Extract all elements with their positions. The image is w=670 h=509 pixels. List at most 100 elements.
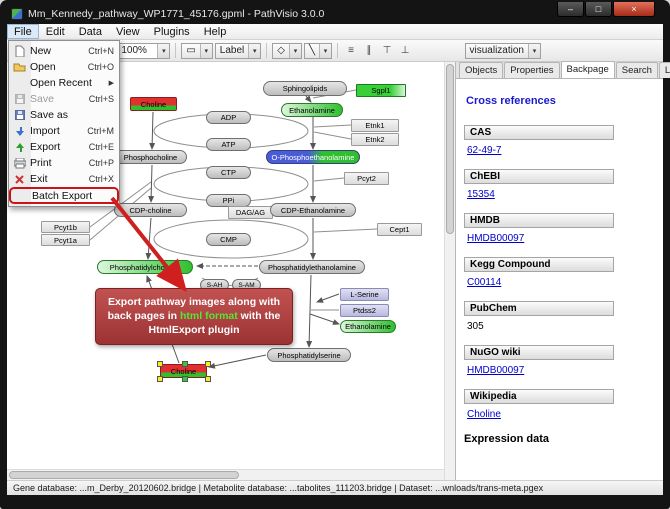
minimize-button[interactable]: – [557,2,584,17]
pathway-node-etnk2-6[interactable]: Etnk2 [351,133,399,146]
pathway-node-atp-7[interactable]: ATP [206,138,251,151]
pathway-node-phosphatidylethanolamine-21[interactable]: Phosphatidylethanolamine [259,260,365,274]
xref-value: 305 [467,321,484,332]
chevron-down-icon: ▾ [288,43,301,58]
visualization-select[interactable]: visualization ▾ [464,42,541,59]
menu-item-open-recent[interactable]: Open Recent▶ [9,75,119,91]
pathway-node-sphingolipids-0[interactable]: Sphingolipids [263,81,347,96]
tab-objects[interactable]: Objects [459,62,504,78]
shape-tool-button[interactable]: ◇ ▾ [272,42,302,59]
annotation-text: Export pathway images along with back pa… [107,296,281,323]
selection-handle[interactable] [181,361,188,367]
label-tool-label: Label [219,45,245,56]
chevron-down-icon: ▾ [199,43,212,58]
align-vertical-button[interactable]: ∥ [361,43,377,59]
pathway-node-pcyt2-11[interactable]: Pcyt2 [344,172,389,185]
pathway-node-ethanolamine-3[interactable]: Ethanolamine [281,103,343,117]
menu-data[interactable]: Data [78,25,102,38]
xref-link-wikipedia[interactable]: Choline [467,409,501,420]
align-horizontal-button[interactable]: ≡ [343,43,359,59]
label-tool-button[interactable]: Label ▾ [214,42,262,59]
gene-product-tool-button[interactable]: ▭ ▾ [181,42,213,59]
menu-edit[interactable]: Edit [45,25,65,38]
pathway-node-phosphatidylcholines-20[interactable]: Phosphatidylcholines [97,260,193,274]
tab-backpage[interactable]: Backpage [560,61,615,78]
open-icon [9,62,30,72]
align-top-button[interactable]: ⊤ [379,43,395,59]
selection-handle[interactable] [181,376,188,382]
submenu-arrow-icon: ▶ [108,80,114,87]
tab-search[interactable]: Search [615,62,658,78]
app-icon [11,7,23,20]
xref-link-cas[interactable]: 62-49-7 [467,145,502,156]
selection-handle[interactable] [205,361,211,367]
xref-header: NuGO wiki [464,345,614,360]
xref-header: PubChem [464,301,614,316]
horizontal-scrollbar-thumb[interactable] [9,471,239,479]
pathway-node-cept1-16[interactable]: Cept1 [377,223,422,236]
xref-link-chebi[interactable]: 15354 [467,189,495,200]
pathway-node-pcyt1b-18[interactable]: Pcyt1b [41,221,90,233]
selection-handle[interactable] [157,361,163,367]
import-icon [9,126,30,137]
menu-shortcut: Ctrl+X [88,174,114,184]
vertical-scrollbar-thumb[interactable] [446,64,454,234]
xref-header: CAS [464,125,614,140]
xref-value: C00114 [467,277,655,288]
pathway-node-o-phosphoethanolamine-9[interactable]: O-Phosphoethanolamine [266,150,360,164]
tab-properties[interactable]: Properties [504,62,560,78]
pathway-node-ctp-10[interactable]: CTP [206,166,251,179]
window-title: Mm_Kennedy_pathway_WP1771_45176.gpml - P… [28,7,325,20]
pathway-node-dag-ag-14[interactable]: DAG/AG [228,206,273,219]
selection-handle[interactable] [157,376,163,382]
align-bottom-button[interactable]: ⊥ [397,43,413,59]
line-tool-button[interactable]: ╲ ▾ [303,42,332,59]
pathway-node-etnk1-5[interactable]: Etnk1 [351,119,399,132]
pathway-node-adp-4[interactable]: ADP [206,111,251,124]
exit-icon [9,174,30,184]
pathway-node-choline-2[interactable]: Choline [130,97,177,111]
pathway-node-sgpl1-1[interactable]: Sgpl1 [356,84,406,97]
visualization-label: visualization [469,45,524,56]
maximize-button[interactable]: □ [585,2,612,17]
menu-help[interactable]: Help [203,25,227,38]
menu-plugins[interactable]: Plugins [153,25,190,38]
close-button[interactable]: × [613,2,655,17]
pathway-node-pcyt1a-19[interactable]: Pcyt1a [41,234,90,246]
pathway-node-phosphatidylserine-27[interactable]: Phosphatidylserine [267,348,351,362]
pathway-node-choline-28[interactable]: Choline [157,361,211,382]
menu-shortcut: Ctrl+O [87,62,114,72]
zoom-select[interactable]: 100% ▾ [116,42,171,59]
pathway-node-cmp-17[interactable]: CMP [206,233,251,246]
tab-legend[interactable]: Legend [658,62,670,78]
menu-shortcut: Ctrl+N [88,46,114,56]
xref-link-hmdb[interactable]: HMDB00097 [467,233,525,244]
pathway-node-cdp-ethanolamine-15[interactable]: CDP-Ethanolamine [270,203,356,217]
menu-item-batch-export[interactable]: Batch Export [9,187,119,204]
selection-handle[interactable] [205,376,211,382]
horizontal-scrollbar[interactable] [7,469,444,480]
pathway-node-ethanolamine-26[interactable]: Ethanolamine [340,320,396,333]
xref-link-nugo-wiki[interactable]: HMDB00097 [467,365,525,376]
xref-section-cas: CAS 62-49-7 [464,125,655,156]
pathway-node-cdp-choline-13[interactable]: CDP-choline [114,203,187,217]
menu-item-save-as[interactable]: Save as [9,107,119,123]
menu-item-exit[interactable]: Exit Ctrl+X [9,171,119,187]
menu-view[interactable]: View [115,25,140,38]
pathway-node-l-serine-24[interactable]: L-Serine [340,288,389,301]
menu-item-label: Exit [30,173,48,185]
menu-file[interactable]: File [7,24,39,39]
vertical-scrollbar[interactable] [444,62,455,480]
xref-value: Choline [467,409,655,420]
pathway-node-phosphocholine-8[interactable]: Phosphocholine [114,150,187,164]
xref-link-kegg-compound[interactable]: C00114 [467,277,502,288]
pathway-node-ptdss2-25[interactable]: Ptdss2 [340,304,389,317]
